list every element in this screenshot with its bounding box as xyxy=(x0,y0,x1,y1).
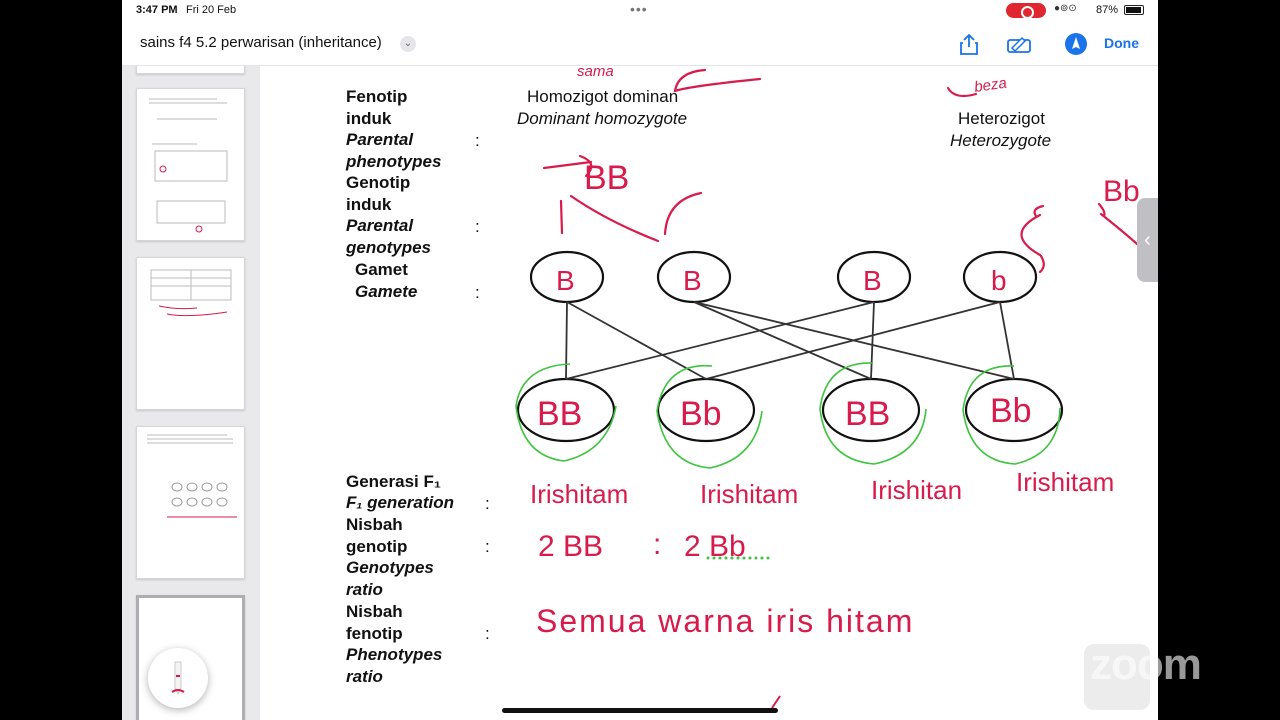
battery-icon xyxy=(1124,5,1144,15)
highlight-circle xyxy=(819,362,927,465)
status-date: Fri 20 Feb xyxy=(186,4,237,16)
document-title-bar: sains f4 5.2 perwarisan (inheritance) ⌄ … xyxy=(122,22,1158,66)
parent-left-phenotype-en: Dominant homozygote xyxy=(517,109,688,128)
parent-right-phenotype: Heterozigot xyxy=(958,109,1045,128)
ink-text: b xyxy=(991,265,1007,296)
ink-text: Irishitam xyxy=(530,479,628,509)
ink-stroke xyxy=(771,695,781,709)
ink-text: BB xyxy=(845,395,890,433)
parent-left-phenotype: Homozigot dominan xyxy=(527,87,679,106)
thumbnail-preview xyxy=(149,98,228,233)
ink-text: Bb xyxy=(1103,175,1140,208)
colon: : xyxy=(475,283,480,302)
page-thumbnail[interactable] xyxy=(136,257,245,410)
multitasking-dots-icon[interactable]: ••• xyxy=(630,1,648,17)
ink-stroke xyxy=(542,160,593,170)
ink-text: 2 Bb xyxy=(684,530,746,563)
cross-line xyxy=(565,301,875,380)
chevron-left-icon[interactable]: ‹ xyxy=(1137,198,1158,282)
done-button[interactable]: Done xyxy=(1104,35,1139,51)
ink-stroke xyxy=(559,199,564,235)
colon: : xyxy=(475,217,480,236)
ink-text: : xyxy=(653,528,661,561)
home-indicator[interactable] xyxy=(502,708,778,713)
colon: : xyxy=(475,131,480,150)
colon: : xyxy=(485,494,490,513)
ink-stroke xyxy=(946,86,978,98)
page-thumbnail[interactable] xyxy=(136,426,245,579)
ink-text: B xyxy=(683,265,702,296)
label-f1-generation: F₁ generation xyxy=(346,493,454,512)
ink-stroke xyxy=(1038,254,1045,274)
ink-text: Irishitan xyxy=(871,475,962,505)
colon: : xyxy=(485,624,490,643)
ink-text: BB xyxy=(537,395,582,433)
share-icon[interactable] xyxy=(956,32,982,56)
page-thumbnail[interactable] xyxy=(136,66,245,74)
cross-line xyxy=(565,301,568,380)
cross-line xyxy=(999,301,1015,380)
ink-stroke xyxy=(578,154,593,178)
ink-text: 2 BB xyxy=(538,530,603,563)
ink-text: sama xyxy=(577,66,614,80)
ink-text: Irishitam xyxy=(700,479,798,509)
battery-percent: 87% xyxy=(1096,4,1119,16)
screen-record-icon[interactable] xyxy=(1006,3,1046,19)
markup-icon[interactable] xyxy=(1006,32,1032,56)
status-icons: ●⊚⊙ xyxy=(1054,3,1077,14)
label-gamet: Gamet xyxy=(355,260,408,279)
ink-stroke xyxy=(1020,213,1042,257)
cross-line xyxy=(566,301,707,380)
pen-tool-icon[interactable] xyxy=(1063,32,1089,56)
status-bar: 3:47 PM Fri 20 Feb ••• ●⊚⊙ 87% xyxy=(122,0,1158,22)
cross-line xyxy=(693,301,872,380)
page-thumbnail[interactable] xyxy=(136,88,245,241)
page-thumbnail-sidebar xyxy=(122,66,260,720)
thumbnail-preview xyxy=(150,269,232,317)
chevron-down-icon[interactable]: ⌄ xyxy=(400,36,416,52)
zoom-watermark: zoom xyxy=(1090,640,1202,689)
pencil-icon xyxy=(171,661,185,696)
zoom-tile xyxy=(1084,644,1150,710)
ink-text: Irishitam xyxy=(1016,467,1114,497)
pencil-tool-button[interactable] xyxy=(148,648,208,708)
ink-text: Bb xyxy=(990,392,1032,430)
ink-text: B xyxy=(556,265,575,296)
label-generasi: Generasi F₁ xyxy=(346,472,441,491)
ink-text: BB xyxy=(584,159,629,197)
cross-line xyxy=(705,301,1001,380)
ink-stroke xyxy=(663,191,703,236)
ink-text: Semua warna iris hitam xyxy=(536,603,914,639)
highlight-circle xyxy=(656,364,763,469)
ink-stroke xyxy=(673,68,762,93)
cross-line xyxy=(870,301,875,380)
highlight-circle xyxy=(962,365,1061,465)
document-title[interactable]: sains f4 5.2 perwarisan (inheritance) xyxy=(140,34,382,51)
ink-text: beza xyxy=(973,75,1008,96)
parent-right-phenotype-en: Heterozygote xyxy=(950,131,1052,150)
label-gamete: Gamete xyxy=(355,282,418,301)
status-time: 3:47 PM xyxy=(136,4,178,16)
ink-text: B xyxy=(863,265,882,296)
thumbnail-preview xyxy=(147,434,237,518)
highlight-circle xyxy=(515,363,617,462)
ink-stroke xyxy=(569,194,660,243)
ipad-screen: 3:47 PM Fri 20 Feb ••• ●⊚⊙ 87% sains f4 … xyxy=(122,0,1158,720)
cross-diagram: sama beza BB Bb B B B b BB Bb BB Bb Iris… xyxy=(515,66,1140,709)
ink-stroke xyxy=(1099,212,1139,246)
ink-stroke xyxy=(1033,204,1045,218)
colon: : xyxy=(485,537,490,556)
ink-text: Bb xyxy=(680,395,722,433)
